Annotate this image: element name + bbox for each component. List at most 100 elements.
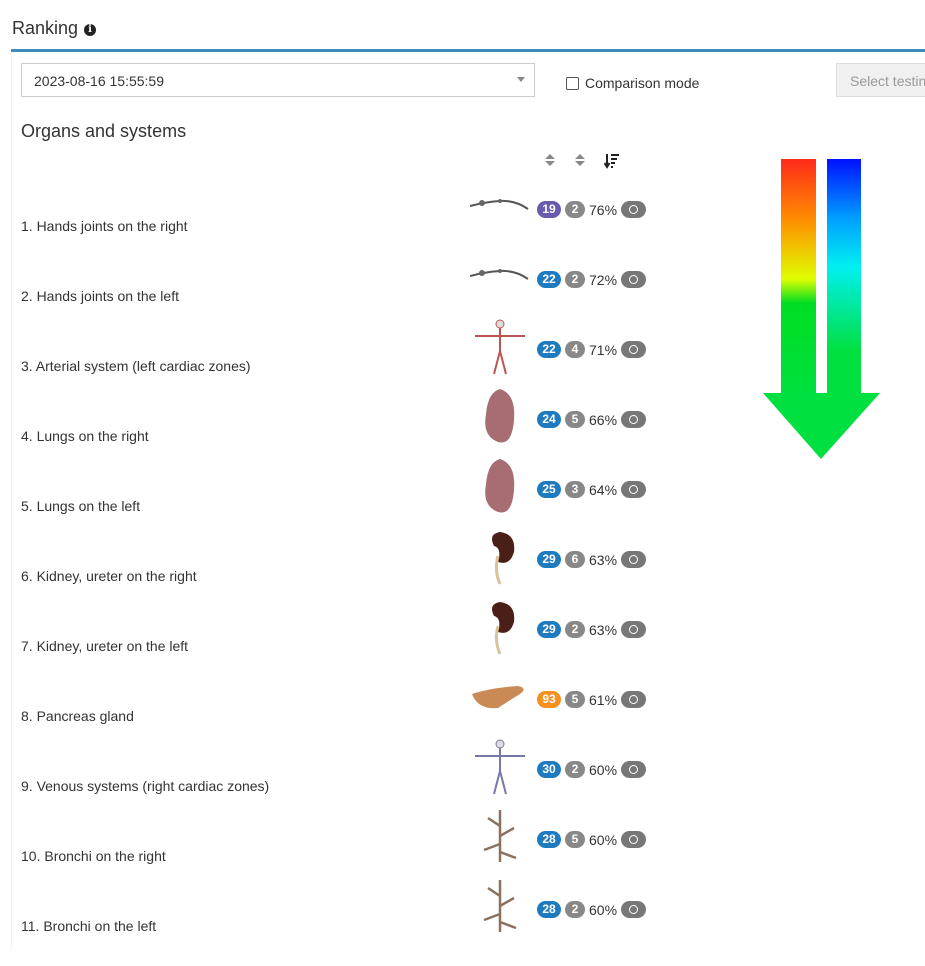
row-label: 9. Venous systems (right cardiac zones) [21,778,270,794]
score-badge: 28 [537,901,561,918]
score-badge: 30 [537,761,561,778]
clock-icon[interactable] [621,831,647,848]
ranking-gradient-arrows [763,159,880,459]
score-badge: 25 [537,481,561,498]
clock-icon[interactable] [621,271,647,288]
clock-icon[interactable] [621,901,647,918]
date-value: 2023-08-16 15:55:59 [34,73,164,89]
panel [11,52,925,949]
row-label: 2. Hands joints on the left [21,288,179,304]
sort-icon[interactable] [544,153,556,167]
score-badge: 29 [537,551,561,568]
row-label: 10. Bronchi on the right [21,848,166,864]
comparison-label: Comparison mode [585,75,700,91]
info-icon[interactable]: i [84,24,97,36]
sort-icon[interactable] [574,153,586,167]
kidney-image [492,602,515,655]
pancreas-image [472,686,524,709]
percent-value: 76% [589,201,618,218]
percent-value: 63% [589,551,618,568]
percent-value: 72% [589,271,618,288]
count-badge: 5 [565,691,585,708]
arrow-head [763,393,880,459]
title-text: Ranking [12,18,79,38]
comparison-mode-toggle[interactable]: Comparison mode [566,75,699,91]
clock-icon[interactable] [621,691,647,708]
count-badge: 2 [565,271,585,288]
row-label: 1. Hands joints on the right [21,218,188,234]
clock-icon[interactable] [621,481,647,498]
score-badge: 22 [537,271,561,288]
row-label: 7. Kidney, ureter on the left [21,638,189,654]
ranking-row[interactable]: 9. Venous systems (right cardiac zones) 3… [0,739,700,826]
clock-icon[interactable] [621,551,647,568]
clock-icon[interactable] [621,411,647,428]
count-badge: 2 [565,901,585,918]
count-badge: 3 [565,481,585,498]
percent-value: 66% [589,411,618,428]
select-testing-button[interactable]: Select testing [836,63,925,97]
arterial-system-image [475,319,525,375]
count-badge: 4 [565,341,585,358]
clock-icon[interactable] [621,341,647,358]
score-badge: 93 [537,691,561,708]
bronchi-image [483,810,517,862]
warm-gradient-bar [781,159,816,399]
date-select[interactable]: 2023-08-16 15:55:59 [21,63,535,97]
count-badge: 2 [565,621,585,638]
percent-value: 61% [589,691,618,708]
count-badge: 2 [565,761,585,778]
score-badge: 29 [537,621,561,638]
header-divider [11,49,925,52]
page-title: Ranking i [12,18,97,39]
score-badge: 28 [537,831,561,848]
score-badge: 24 [537,411,561,428]
cool-gradient-bar [827,159,861,399]
clock-icon[interactable] [621,761,647,778]
lung-image [485,389,515,443]
percent-value: 63% [589,621,618,638]
percent-value: 60% [589,831,618,848]
percent-value: 71% [589,341,618,358]
clock-icon[interactable] [621,201,647,218]
row-label: 8. Pancreas gland [21,708,134,724]
percent-value: 64% [589,481,618,498]
percent-value: 60% [589,901,618,918]
row-label: 5. Lungs on the left [21,498,141,514]
section-title: Organs and systems [21,121,187,141]
sort-desc-icon[interactable] [604,153,620,169]
percent-value: 60% [589,761,618,778]
ranking-row[interactable]: 3. Arterial system (left cardiac zones)2… [0,319,700,406]
comparison-checkbox[interactable] [566,76,579,90]
score-badge: 22 [537,341,561,358]
kidney-image [492,532,515,585]
row-label: 6. Kidney, ureter on the right [21,568,197,584]
hand-joints-image [470,199,529,210]
lung-image [485,459,515,513]
clock-icon[interactable] [621,621,647,638]
caret-down-icon [517,77,525,82]
row-label: 4. Lungs on the right [21,428,149,444]
count-badge: 5 [565,831,585,848]
count-badge: 2 [565,201,585,218]
